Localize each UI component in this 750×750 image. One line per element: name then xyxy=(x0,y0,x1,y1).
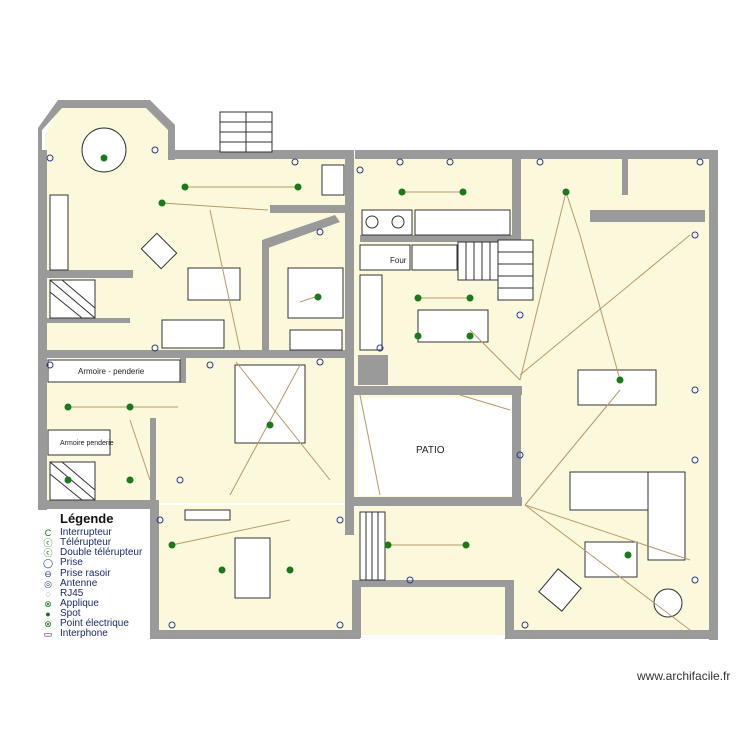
legend-item-label: Double télérupteur xyxy=(60,547,143,559)
legend-item: ⓒ Double télérupteur xyxy=(42,547,182,559)
legend-item-label: Prise xyxy=(60,557,83,569)
double-telerupteur-icon: ⓒ xyxy=(43,548,53,559)
wiring xyxy=(68,186,691,631)
legend-item: ◎ Antenne xyxy=(42,577,182,589)
legend-item-label: Interrupteur xyxy=(60,527,112,539)
point-electrique-icon: ⊗ xyxy=(44,619,52,629)
legend-title: Légende xyxy=(60,511,114,526)
legend-item-label: RJ45 xyxy=(60,587,84,599)
legend-item-label: Télérupteur xyxy=(60,537,112,549)
dressing-label: Armoire penderie xyxy=(60,440,114,447)
legend-item: ⊗ Point électrique xyxy=(42,618,182,629)
applique-icon: ⊗ xyxy=(44,598,52,609)
legend-item: ◯ Prise xyxy=(42,557,182,569)
fixtures xyxy=(47,111,686,618)
interrupteur-icon: C xyxy=(44,528,52,539)
electrical-symbols xyxy=(64,154,632,574)
watermark: www.archifacile.fr xyxy=(637,669,731,683)
legend-item: ◌ RJ45 xyxy=(42,587,182,599)
legend-item: ⓒ Télérupteur xyxy=(42,537,182,549)
rj45-icon: ◌ xyxy=(45,588,51,599)
patio-label: PATIO xyxy=(416,445,445,456)
interphone-icon: ▭ xyxy=(43,629,53,640)
legend-item-label: Prise rasoir xyxy=(60,567,111,579)
legend-item-label: Antenne xyxy=(60,577,98,589)
prise-icon: ◯ xyxy=(42,558,54,569)
legend-item: ● Spot xyxy=(42,607,182,619)
armoire-label: Armoire - penderie xyxy=(78,367,145,376)
telerupteur-icon: ⓒ xyxy=(43,538,53,549)
legend-item-label: Spot xyxy=(60,607,81,619)
legend-item: C Interrupteur xyxy=(42,527,182,539)
legend-item-label: Point électrique xyxy=(60,618,129,629)
four-label: Four xyxy=(390,256,407,265)
antenne-icon: ◎ xyxy=(44,578,52,589)
legend-item-label: Interphone xyxy=(60,628,108,640)
spot-icon: ● xyxy=(45,608,51,619)
legend-item-label: Applique xyxy=(60,597,99,609)
patio-area xyxy=(358,398,516,496)
prise-rasoir-icon: ⊖ xyxy=(44,568,52,579)
walls xyxy=(38,100,718,640)
legend-item: ▭ Interphone xyxy=(42,628,182,640)
legend-item: ⊗ Applique xyxy=(42,597,182,609)
socket-symbols xyxy=(46,146,704,629)
legend-item: ⊖ Prise rasoir xyxy=(42,567,182,579)
